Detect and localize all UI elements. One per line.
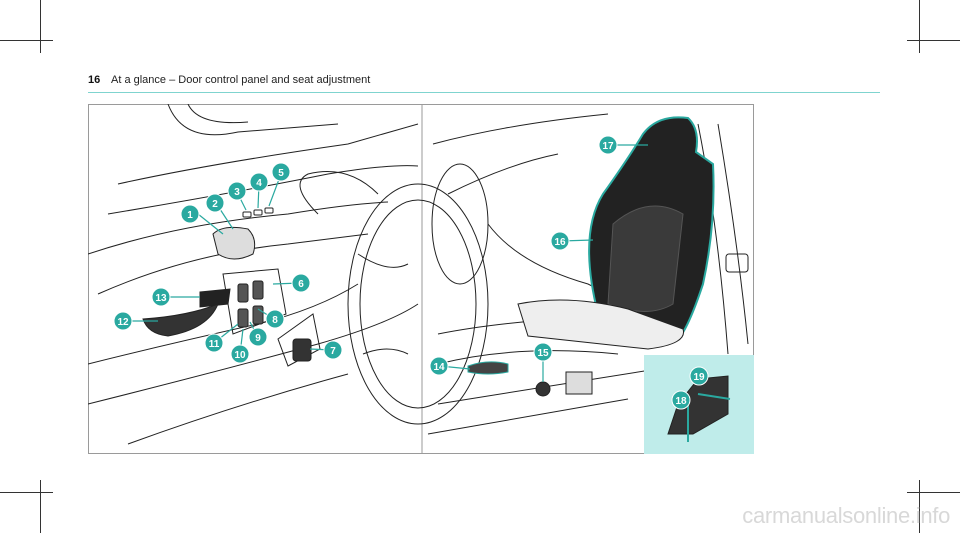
callout-1: 1 [180, 204, 200, 224]
callout-7: 7 [323, 340, 343, 360]
door-panel-drawing [88, 104, 489, 454]
crop-mark [907, 40, 960, 41]
callout-8: 8 [265, 309, 285, 329]
callout-5: 5 [271, 162, 291, 182]
callout-number: 4 [256, 178, 262, 189]
crop-mark [40, 480, 41, 533]
callout-number: 16 [554, 237, 566, 248]
callout-number: 3 [234, 187, 240, 198]
callout-17: 17 [598, 135, 618, 155]
callout-number: 5 [278, 168, 284, 179]
crop-mark [0, 492, 53, 493]
callout-2: 2 [205, 193, 225, 213]
callout-13: 13 [151, 287, 171, 307]
callout-number: 7 [330, 346, 336, 357]
crop-mark [907, 492, 960, 493]
callout-18: 18 [671, 390, 691, 410]
callout-number: 2 [212, 199, 218, 210]
page-title: At a glance – Door control panel and sea… [111, 74, 371, 86]
callout-number: 12 [117, 317, 129, 328]
crop-mark [919, 480, 920, 533]
callout-number: 1 [187, 210, 193, 221]
callout-number: 15 [537, 348, 549, 359]
callout-number: 6 [298, 279, 304, 290]
door-and-seat-illustration: 1 2 3 4 5 6 7 8 9 10 11 12 13 14 15 16 1… [88, 104, 754, 454]
callout-9: 9 [248, 327, 268, 347]
callout-3: 3 [227, 181, 247, 201]
callout-number: 11 [209, 339, 220, 350]
callout-15: 15 [533, 342, 553, 362]
callout-number: 8 [272, 315, 278, 326]
callout-6: 6 [291, 273, 311, 293]
crop-mark [40, 0, 41, 53]
callout-14: 14 [429, 356, 449, 376]
callouts: 1 2 3 4 5 6 7 8 9 10 11 12 13 14 15 16 1… [113, 135, 709, 410]
callout-16: 16 [550, 231, 570, 251]
seat-drawing [427, 113, 754, 454]
callout-4: 4 [249, 172, 269, 192]
header-rule [88, 92, 880, 93]
crop-mark [0, 40, 53, 41]
callout-number: 19 [693, 372, 705, 383]
callout-number: 18 [675, 396, 687, 407]
crop-mark [919, 0, 920, 53]
callout-number: 17 [602, 141, 614, 152]
callout-19: 19 [689, 366, 709, 386]
page-number: 16 [88, 74, 101, 86]
callout-10: 10 [230, 344, 250, 364]
callout-12: 12 [113, 311, 133, 331]
callout-number: 14 [433, 362, 445, 373]
callout-number: 13 [155, 293, 167, 304]
callout-number: 9 [255, 333, 261, 344]
callout-number: 10 [234, 350, 246, 361]
callout-11: 11 [204, 333, 224, 353]
watermark: carmanualsonline.info [742, 503, 950, 528]
